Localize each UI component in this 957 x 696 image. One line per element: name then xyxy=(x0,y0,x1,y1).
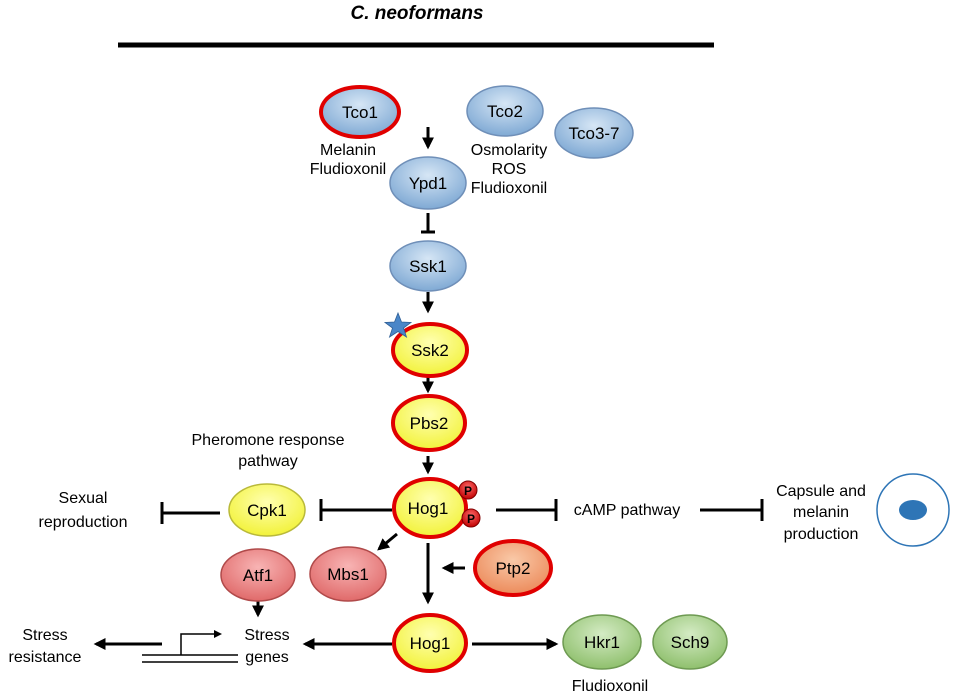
capsule-label-1: Capsule and xyxy=(776,483,866,500)
node-tco2: Tco2 xyxy=(466,85,544,137)
node-pbs2: Pbs2 xyxy=(391,394,467,452)
node-cpk1: Cpk1 xyxy=(228,483,306,537)
node-sch9-label: Sch9 xyxy=(671,633,710,652)
node-tco3-7-label: Tco3-7 xyxy=(568,124,619,143)
cell-icon xyxy=(876,473,950,547)
node-hog1-bottom-label: Hog1 xyxy=(410,634,451,653)
phospho-marker-2: P xyxy=(461,508,481,528)
node-ypd1: Ypd1 xyxy=(389,156,467,210)
node-cpk1-label: Cpk1 xyxy=(247,501,287,520)
star-icon xyxy=(383,311,413,338)
node-hog1-top: Hog1 xyxy=(392,477,468,539)
node-hog1-top-label: Hog1 xyxy=(408,499,449,518)
node-hkr1-label: Hkr1 xyxy=(584,633,620,652)
pheromone-label-1: Pheromone response xyxy=(192,432,345,449)
node-ssk2: Ssk2 xyxy=(391,322,469,378)
phospho-marker-1: P xyxy=(458,480,478,500)
node-sch9: Sch9 xyxy=(652,614,728,670)
arrow-hog1-mbs1 xyxy=(377,532,398,551)
tco2-signal-2: ROS xyxy=(492,161,527,178)
node-ptp2-label: Ptp2 xyxy=(496,559,531,578)
node-ssk1-label: Ssk1 xyxy=(409,257,447,276)
node-ssk2-label: Ssk2 xyxy=(411,341,449,360)
node-tco1-label: Tco1 xyxy=(342,103,378,122)
tco1-signal-1: Melanin xyxy=(320,142,376,159)
diagram-title: C. neoformans xyxy=(350,3,483,24)
node-atf1: Atf1 xyxy=(220,548,296,602)
phospho-label-1: P xyxy=(464,484,472,498)
node-tco3-7: Tco3-7 xyxy=(554,107,634,159)
node-tco2-label: Tco2 xyxy=(487,102,523,121)
node-pbs2-label: Pbs2 xyxy=(410,414,449,433)
tco2-signal-3: Fludioxonil xyxy=(471,180,547,197)
node-hog1-bottom: Hog1 xyxy=(392,613,468,673)
tco1-signal-2: Fludioxonil xyxy=(310,161,386,178)
node-ypd1-label: Ypd1 xyxy=(409,174,447,193)
stress-resistance-label-1: Stress xyxy=(22,627,67,644)
capsule-label-2: melanin xyxy=(793,504,849,521)
node-hkr1: Hkr1 xyxy=(562,614,642,670)
stress-genes-label-2: genes xyxy=(245,649,289,666)
gene-promoter-icon xyxy=(142,630,238,663)
sexual-label-1: Sexual xyxy=(59,490,108,507)
tco2-signal-1: Osmolarity xyxy=(471,142,547,159)
node-ssk1: Ssk1 xyxy=(389,240,467,292)
stress-genes-label-1: Stress xyxy=(244,627,289,644)
capsule-label-3: production xyxy=(784,526,859,543)
camp-label: cAMP pathway xyxy=(574,502,680,519)
node-tco1: Tco1 xyxy=(319,85,401,139)
node-atf1-label: Atf1 xyxy=(243,566,273,585)
pheromone-label-2: pathway xyxy=(238,453,298,470)
node-mbs1: Mbs1 xyxy=(309,546,387,602)
node-mbs1-label: Mbs1 xyxy=(327,565,369,584)
stress-resistance-label-2: resistance xyxy=(9,649,82,666)
hkr1-signal-label: Fludioxonil xyxy=(572,678,648,695)
sexual-label-2: reproduction xyxy=(39,514,128,531)
phospho-label-2: P xyxy=(467,512,475,526)
node-ptp2: Ptp2 xyxy=(473,539,553,597)
